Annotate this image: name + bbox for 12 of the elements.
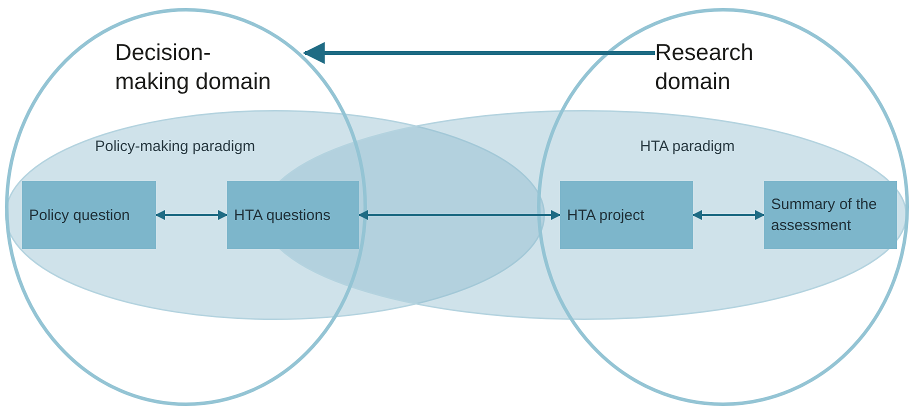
arrow <box>692 210 765 220</box>
process-box: Policy question <box>22 181 156 249</box>
paradigm-label: Policy-making paradigm <box>95 138 256 155</box>
arrow <box>155 210 228 220</box>
arrow <box>358 210 561 220</box>
arrow <box>302 42 655 64</box>
process-box: HTA project <box>560 181 693 249</box>
process-box: HTA questions <box>227 181 359 249</box>
domain-title: Decision-making domain <box>115 38 305 96</box>
paradigm-label: HTA paradigm <box>640 138 735 155</box>
domain-title: Research domain <box>655 38 785 96</box>
process-box: Summary of the assessment <box>764 181 897 249</box>
